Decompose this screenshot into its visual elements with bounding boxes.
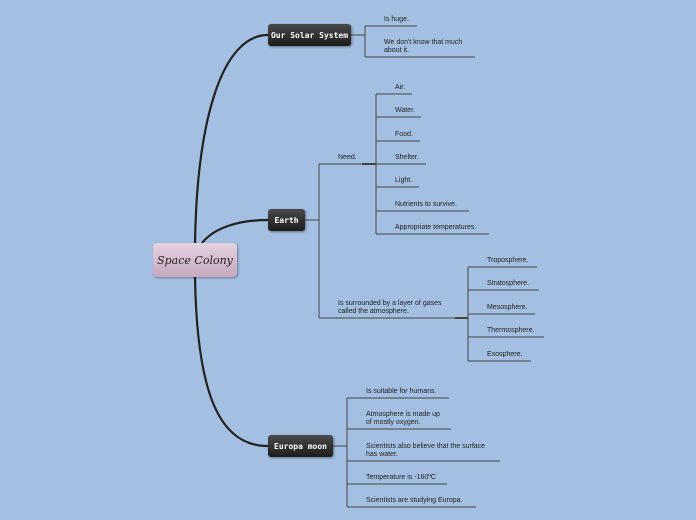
link-central-earth: [201, 218, 269, 244]
solar-item-huge[interactable]: Is huge.: [384, 16, 409, 23]
europa-item[interactable]: Atmosphere is made up of mostly oxygen.: [366, 411, 440, 426]
branch-europa-moon[interactable]: Europa moon: [268, 435, 333, 457]
link-central-europa: [193, 276, 269, 448]
need-item[interactable]: Light.: [395, 177, 413, 184]
need-item[interactable]: Shelter.: [395, 154, 419, 161]
need-item[interactable]: Food.: [395, 131, 413, 138]
atmosphere-layer[interactable]: Exosphere.: [487, 351, 523, 358]
earth-atmosphere-label[interactable]: Is surrounded by a layer of gases called…: [338, 300, 442, 315]
earth-need-label[interactable]: Need.: [338, 154, 357, 161]
atmosphere-layer[interactable]: Mesosphere.: [487, 304, 528, 311]
branch-earth[interactable]: Earth: [268, 209, 305, 231]
europa-item[interactable]: Scientists are studying Europa.: [366, 497, 463, 504]
link-central-solar: [193, 33, 269, 244]
atmosphere-layer[interactable]: Thermosphere.: [487, 327, 535, 334]
need-item[interactable]: Appropriate temperatures.: [395, 224, 477, 231]
need-item[interactable]: Water.: [395, 107, 415, 114]
solar-item-unknown[interactable]: We don't know that much about it.: [384, 39, 463, 54]
branch-our-solar-system[interactable]: Our Solar System: [268, 24, 351, 46]
need-item[interactable]: Air.: [395, 84, 406, 91]
atmosphere-layer[interactable]: Troposphere.: [487, 257, 529, 264]
central-topic[interactable]: Space Colony: [153, 243, 237, 277]
europa-item[interactable]: Temperature is -160ºC: [366, 474, 436, 481]
need-item[interactable]: Nutrients to survive.: [395, 201, 457, 208]
europa-item[interactable]: Is suitable for humans.: [366, 388, 437, 395]
atmosphere-layer[interactable]: Stratosphere.: [487, 280, 530, 287]
europa-item[interactable]: Scientists also believe that the surface…: [366, 443, 486, 458]
